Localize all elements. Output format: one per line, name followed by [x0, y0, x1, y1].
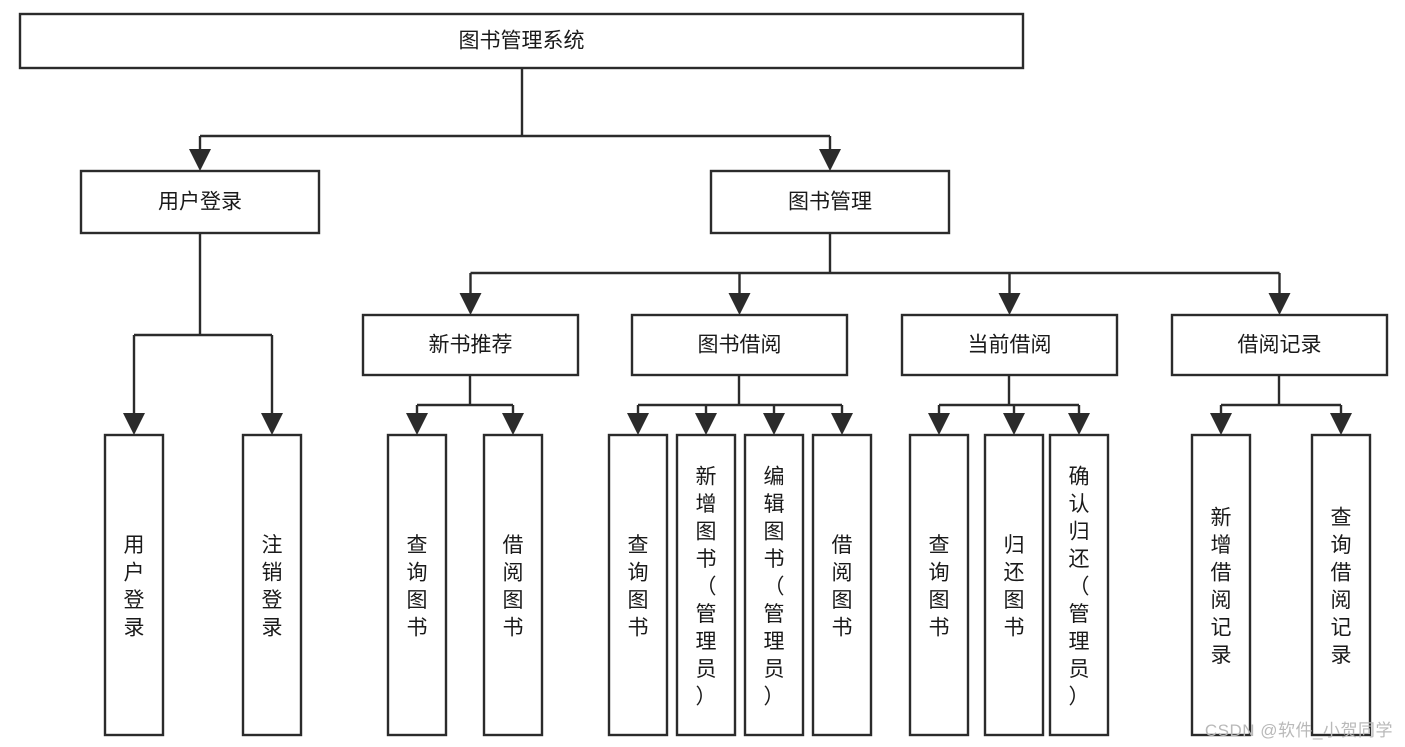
- node-box-leaf-add-borrow-record: [1190, 433, 1252, 737]
- arrow-head-icon: [819, 149, 841, 171]
- connectors-layer: [123, 68, 1352, 435]
- node-box-leaf-user-logout: [241, 433, 303, 737]
- conn-userlogin-to-leaves: [123, 233, 283, 435]
- nodes-layer: 图书管理系统用户登录图书管理新书推荐图书借阅当前借阅借阅记录用户登录注销登录查询…: [18, 12, 1389, 737]
- node-root[interactable]: 图书管理系统: [18, 12, 1025, 70]
- arrow-head-icon: [1268, 293, 1291, 315]
- node-box-root: [18, 12, 1025, 70]
- node-box-leaf-borrow-book: [811, 433, 873, 737]
- node-user-login[interactable]: 用户登录: [79, 169, 321, 235]
- arrow-head-icon: [189, 149, 211, 171]
- node-leaf-confirm-return-admin[interactable]: 确认归还（管理员）: [1048, 433, 1110, 737]
- csdn-watermark: CSDN @软件_小贺同学: [1204, 721, 1393, 740]
- node-box-new-book-recommend: [361, 313, 580, 377]
- node-label-leaf-borrow-book: 借阅图书: [832, 534, 853, 640]
- node-leaf-borrow-book[interactable]: 借阅图书: [811, 433, 873, 737]
- node-label-book-management: 图书管理: [788, 191, 872, 214]
- node-label-borrow-record: 借阅记录: [1238, 334, 1322, 357]
- arrow-head-icon: [998, 293, 1021, 315]
- node-box-leaf-user-login: [103, 433, 165, 737]
- node-box-leaf-confirm-return-admin: [1048, 433, 1110, 737]
- node-book-management[interactable]: 图书管理: [709, 169, 951, 235]
- node-box-leaf-query-book-rec: [386, 433, 448, 737]
- conn-bookmgmt-to-level2: [459, 233, 1291, 315]
- node-box-book-management: [709, 169, 951, 235]
- arrow-head-icon: [261, 413, 283, 435]
- node-leaf-add-borrow-record[interactable]: 新增借阅记录: [1190, 433, 1252, 737]
- node-new-book-recommend[interactable]: 新书推荐: [361, 313, 580, 377]
- node-borrow-record[interactable]: 借阅记录: [1170, 313, 1389, 377]
- arrow-head-icon: [728, 293, 751, 315]
- arrow-head-icon: [928, 413, 950, 435]
- node-label-user-login: 用户登录: [158, 191, 242, 214]
- node-box-leaf-edit-book-admin: [743, 433, 805, 737]
- node-label-leaf-confirm-return-admin: 确认归还（管理员）: [1069, 465, 1090, 708]
- arrow-head-icon: [1068, 413, 1090, 435]
- node-label-leaf-return-book: 归还图书: [1004, 534, 1025, 640]
- node-box-leaf-add-book-admin: [675, 433, 737, 737]
- node-label-leaf-query-borrow-record: 查询借阅记录: [1331, 507, 1352, 668]
- arrow-head-icon: [459, 293, 482, 315]
- node-label-new-book-recommend: 新书推荐: [429, 334, 513, 357]
- arrow-head-icon: [1330, 413, 1352, 435]
- node-book-borrow[interactable]: 图书借阅: [630, 313, 849, 377]
- node-box-leaf-query-book-current: [908, 433, 970, 737]
- node-box-leaf-return-book: [983, 433, 1045, 737]
- arrow-head-icon: [406, 413, 428, 435]
- node-leaf-edit-book-admin[interactable]: 编辑图书（管理员）: [743, 433, 805, 737]
- conn-bookborrow-to-leaves: [627, 375, 853, 435]
- node-leaf-query-book-current[interactable]: 查询图书: [908, 433, 970, 737]
- node-label-leaf-query-book-current: 查询图书: [929, 534, 950, 640]
- node-label-leaf-edit-book-admin: 编辑图书（管理员）: [764, 465, 785, 708]
- node-label-leaf-add-book-admin: 新增图书（管理员）: [696, 465, 717, 708]
- node-box-borrow-record: [1170, 313, 1389, 377]
- arrow-head-icon: [1210, 413, 1232, 435]
- node-label-leaf-query-book-borrow: 查询图书: [628, 534, 649, 640]
- node-box-book-borrow: [630, 313, 849, 377]
- arrow-head-icon: [1003, 413, 1025, 435]
- node-label-root: 图书管理系统: [459, 30, 585, 53]
- arrow-head-icon: [763, 413, 785, 435]
- node-box-leaf-query-borrow-record: [1310, 433, 1372, 737]
- node-leaf-query-book-borrow[interactable]: 查询图书: [607, 433, 669, 737]
- arrow-head-icon: [695, 413, 717, 435]
- conn-currentborrow-to-leaves: [928, 375, 1090, 435]
- node-leaf-return-book[interactable]: 归还图书: [983, 433, 1045, 737]
- node-label-leaf-user-logout: 注销登录: [262, 534, 283, 640]
- node-box-current-borrow: [900, 313, 1119, 377]
- node-leaf-query-book-rec[interactable]: 查询图书: [386, 433, 448, 737]
- arrow-head-icon: [627, 413, 649, 435]
- node-label-leaf-query-book-rec: 查询图书: [407, 534, 428, 640]
- node-leaf-user-logout[interactable]: 注销登录: [241, 433, 303, 737]
- node-leaf-borrow-book-rec[interactable]: 借阅图书: [482, 433, 544, 737]
- node-label-current-borrow: 当前借阅: [968, 334, 1052, 357]
- node-box-user-login: [79, 169, 321, 235]
- node-leaf-user-login[interactable]: 用户登录: [103, 433, 165, 737]
- node-leaf-add-book-admin[interactable]: 新增图书（管理员）: [675, 433, 737, 737]
- arrow-head-icon: [831, 413, 853, 435]
- conn-borrowrecord-to-leaves: [1210, 375, 1352, 435]
- node-label-leaf-add-borrow-record: 新增借阅记录: [1211, 507, 1232, 668]
- conn-newbook-to-leaves: [406, 375, 524, 435]
- node-label-leaf-borrow-book-rec: 借阅图书: [503, 534, 524, 640]
- node-label-leaf-user-login: 用户登录: [124, 534, 145, 640]
- node-box-leaf-borrow-book-rec: [482, 433, 544, 737]
- node-label-book-borrow: 图书借阅: [698, 334, 782, 357]
- arrow-head-icon: [502, 413, 524, 435]
- arrow-head-icon: [123, 413, 145, 435]
- node-box-leaf-query-book-borrow: [607, 433, 669, 737]
- conn-root-to-level1: [189, 68, 841, 171]
- node-leaf-query-borrow-record[interactable]: 查询借阅记录: [1310, 433, 1372, 737]
- node-current-borrow[interactable]: 当前借阅: [900, 313, 1119, 377]
